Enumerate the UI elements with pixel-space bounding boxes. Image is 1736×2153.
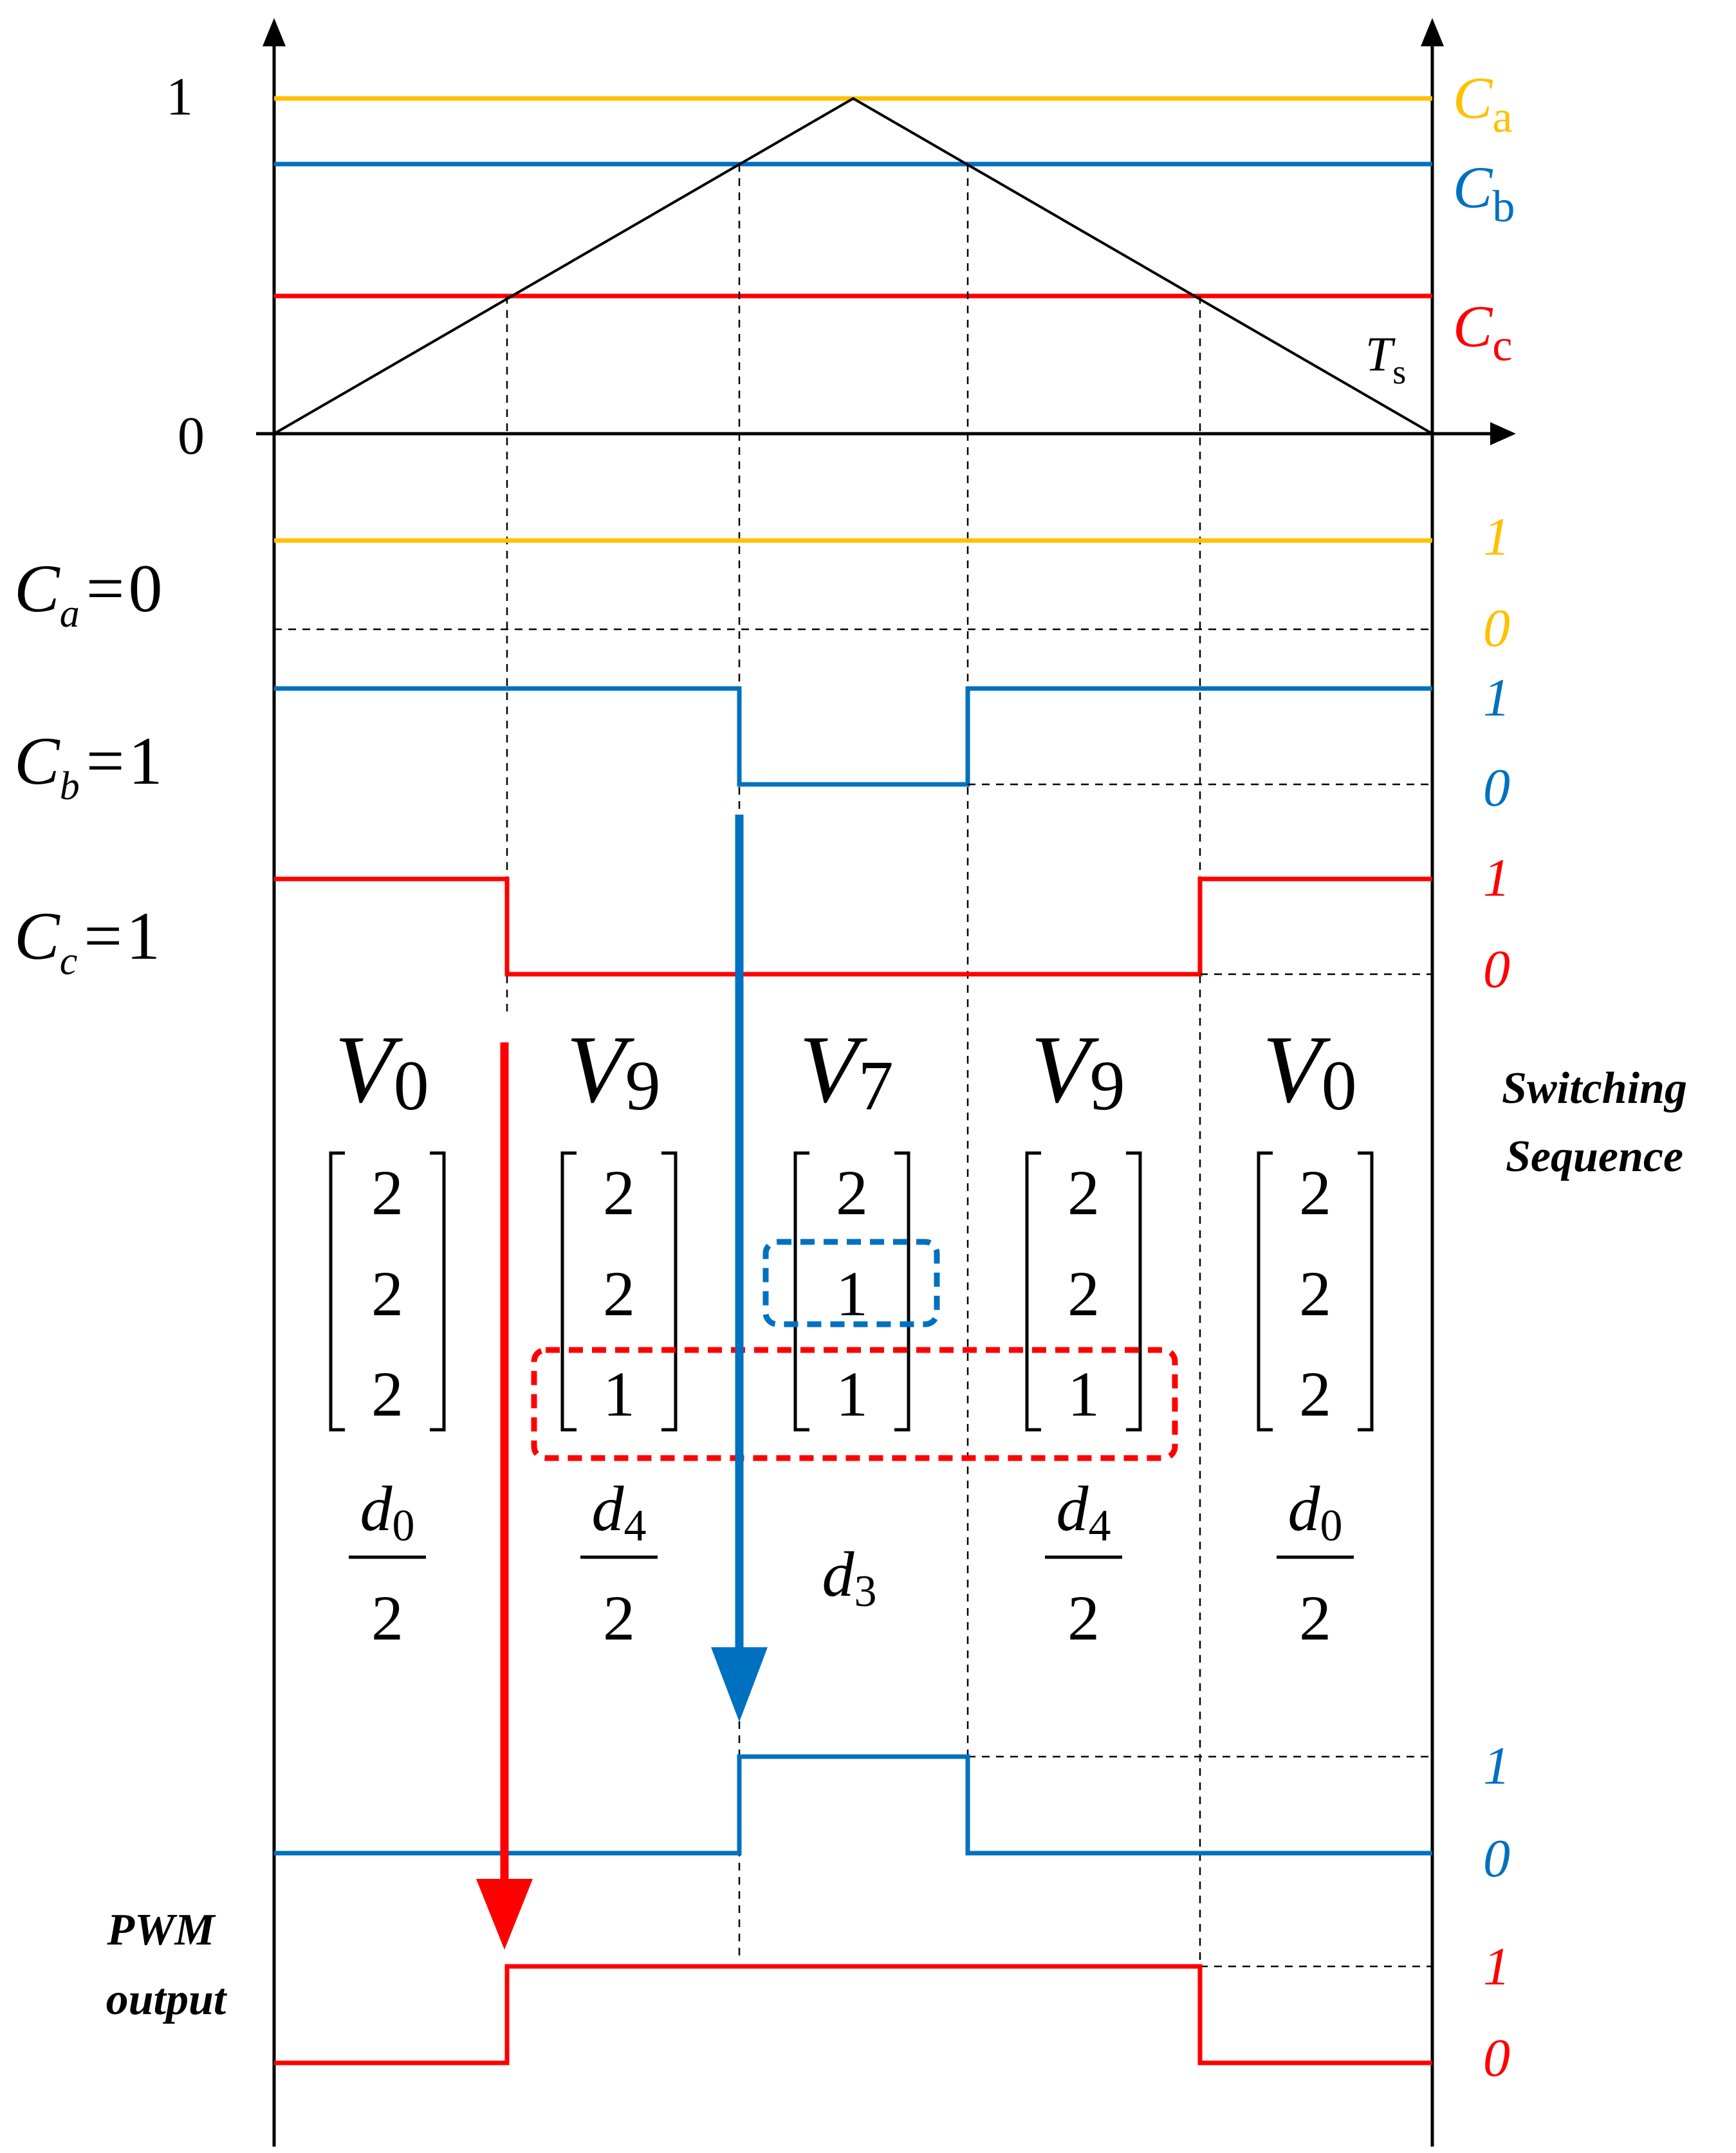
phase-c-highlight-box xyxy=(531,1347,1178,1461)
dwell-numerator: d4 xyxy=(1057,1473,1111,1551)
vector-column-5: V0 2 2 2 d0 2 xyxy=(1257,1016,1374,1654)
matrix-right-bracket xyxy=(1126,1151,1142,1432)
matrix-entry-b: 2 xyxy=(371,1258,403,1329)
pwm-output-label-line2: output xyxy=(106,1975,228,2024)
legend-cc: Cc xyxy=(1453,293,1512,371)
matrix-entry-a: 2 xyxy=(1067,1157,1100,1228)
cb-level-high: 1 xyxy=(1483,668,1510,728)
period-label: Ts xyxy=(1365,328,1406,391)
vector-name: V7 xyxy=(799,1016,894,1125)
vector-column-3: V7 2 1 1 d3 xyxy=(793,1016,910,1616)
cb-comparison-label: Cb=1 xyxy=(14,723,162,808)
switching-sequence: Switching Sequence V0 2 2 2 d0 2 V9 2 2 … xyxy=(329,1016,1687,1654)
matrix-left-bracket xyxy=(560,1151,577,1432)
ca-level-high: 1 xyxy=(1483,507,1510,567)
matrix-entry-a: 2 xyxy=(1299,1157,1331,1228)
phase-c-flow-arrowhead xyxy=(476,1879,533,1950)
matrix-entry-c: 1 xyxy=(836,1358,868,1430)
vector-column-4: V9 2 2 1 d4 2 xyxy=(1025,1016,1142,1654)
switching-sequence-label-line2: Sequence xyxy=(1506,1132,1683,1181)
matrix-entry-c: 1 xyxy=(603,1358,635,1430)
switching-sequence-label-line1: Switching xyxy=(1502,1064,1687,1113)
phase-b-highlight-box xyxy=(762,1239,940,1327)
matrix-entry-b: 2 xyxy=(1299,1258,1331,1329)
carrier-panel: 1 0 Ts Ca Cb Cc xyxy=(166,18,1516,2147)
vector-name: V9 xyxy=(566,1016,661,1125)
legend-ca: Ca xyxy=(1453,65,1512,142)
vector-column-2: V9 2 2 1 d4 2 xyxy=(560,1016,678,1654)
ca-comparison-label: Ca=0 xyxy=(14,551,162,636)
matrix-entry-c: 2 xyxy=(1299,1358,1331,1430)
legend-cb: Cb xyxy=(1453,154,1515,232)
matrix-right-bracket xyxy=(894,1151,910,1432)
matrix-left-bracket xyxy=(1025,1151,1041,1432)
cc-comparison-label: Cc=1 xyxy=(14,898,160,983)
pwm-c-level-high: 1 xyxy=(1483,1937,1510,1997)
phase-b-flow-arrowhead xyxy=(711,1647,768,1722)
cb-signal xyxy=(274,686,1432,787)
matrix-entry-b: 2 xyxy=(1067,1258,1100,1329)
dwell-label: d3 xyxy=(822,1539,877,1616)
y-axis-zero-label: 0 xyxy=(178,406,205,466)
matrix-entry-a: 2 xyxy=(603,1157,635,1228)
pwm-outputs: 1 0 1 0 PWM output xyxy=(106,1736,1510,2088)
cc-signal xyxy=(274,876,1432,977)
matrix-entry-c: 1 xyxy=(1067,1358,1100,1430)
triangle-carrier xyxy=(273,97,1434,435)
pwm-c-signal xyxy=(274,1964,1432,2065)
dwell-numerator: d0 xyxy=(360,1473,415,1551)
y-axis-one-label: 1 xyxy=(166,67,193,127)
matrix-right-bracket xyxy=(430,1151,446,1432)
cc-level-low: 0 xyxy=(1483,939,1510,999)
left-axis-arrowhead xyxy=(263,18,286,46)
dwell-numerator: d4 xyxy=(592,1473,647,1551)
vector-name: V0 xyxy=(335,1016,429,1125)
matrix-entry-a: 2 xyxy=(371,1157,403,1228)
matrix-left-bracket xyxy=(1257,1151,1273,1432)
cc-level-high: 1 xyxy=(1483,848,1510,908)
dwell-numerator: d0 xyxy=(1288,1473,1343,1551)
time-axis-arrowhead xyxy=(1490,422,1516,445)
matrix-entry-a: 2 xyxy=(836,1157,868,1228)
matrix-entry-c: 2 xyxy=(371,1358,403,1430)
matrix-left-bracket xyxy=(793,1151,809,1432)
ca-level-low: 0 xyxy=(1483,598,1510,658)
pwm-output-label-line1: PWM xyxy=(106,1905,216,1955)
dwell-denominator: 2 xyxy=(603,1582,635,1654)
flow-arrows xyxy=(476,815,768,1950)
cb-level-low: 0 xyxy=(1483,758,1510,818)
pwm-c-level-low: 0 xyxy=(1483,2028,1510,2088)
matrix-left-bracket xyxy=(329,1151,345,1432)
vector-name: V0 xyxy=(1262,1016,1357,1125)
vector-name: V9 xyxy=(1031,1016,1125,1125)
pwm-b-signal xyxy=(274,1754,1432,1856)
matrix-right-bracket xyxy=(1358,1151,1374,1432)
comparator-outputs: Ca=0 Cb=1 Cc=1 1 0 1 0 1 0 xyxy=(14,507,1510,999)
matrix-right-bracket xyxy=(661,1151,678,1432)
pwm-b-level-high: 1 xyxy=(1483,1736,1510,1796)
right-axis-arrowhead xyxy=(1421,18,1444,46)
dwell-denominator: 2 xyxy=(1299,1582,1331,1654)
dwell-denominator: 2 xyxy=(1067,1582,1100,1654)
matrix-entry-b: 2 xyxy=(603,1258,635,1329)
matrix-entry-b: 1 xyxy=(836,1258,868,1329)
pwm-b-level-low: 0 xyxy=(1483,1829,1510,1889)
vector-column-1: V0 2 2 2 d0 2 xyxy=(329,1016,446,1654)
dwell-denominator: 2 xyxy=(371,1582,403,1654)
